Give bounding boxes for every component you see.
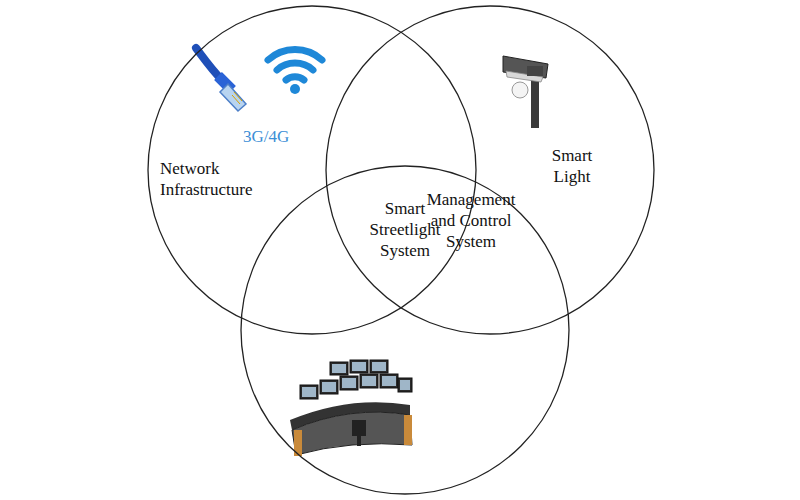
circle-label: Smart Light [537, 145, 607, 187]
circle-label: Network Infrastructure [160, 158, 285, 200]
circle-outline [325, 5, 655, 335]
venn-circle: Network Infrastructure [147, 5, 477, 335]
street-light [503, 56, 548, 128]
venn-circle: Smart Light [325, 5, 655, 335]
intersection-label: Smart Streetlight System [358, 198, 452, 261]
network-label: 3G/4G [243, 126, 313, 147]
control-console [290, 360, 412, 456]
ethernet-cable [196, 48, 246, 111]
wifi-icon [268, 50, 322, 94]
